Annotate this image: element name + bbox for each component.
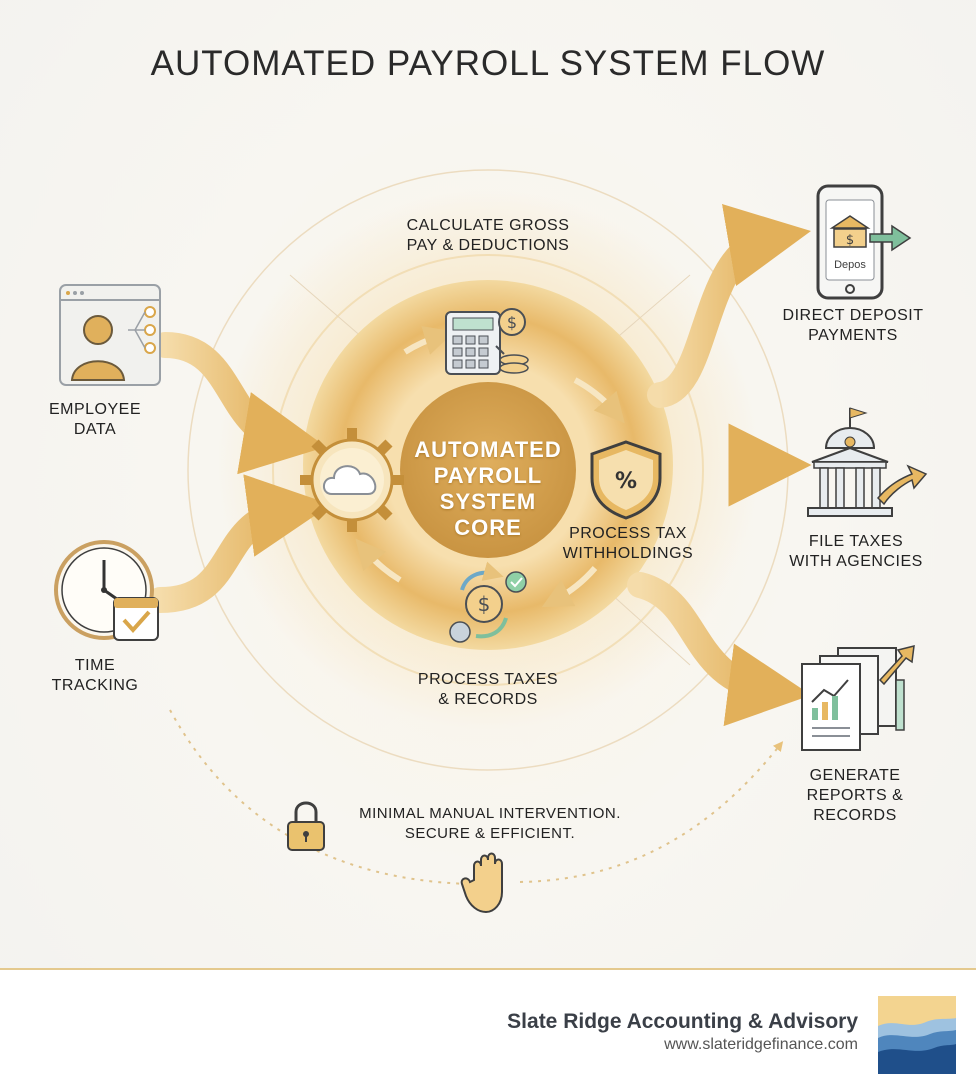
- padlock-icon: [287, 801, 325, 851]
- label-line: PAY & DEDUCTIONS: [406, 237, 570, 254]
- company-url[interactable]: www.slateridgefinance.com: [664, 1036, 858, 1053]
- government-building-icon: [807, 407, 928, 517]
- cycle-arrow: [541, 566, 598, 608]
- label-line: DIRECT DEPOSIT: [782, 307, 924, 324]
- flow-arrow-deposit: [647, 204, 811, 408]
- reports-label: GENERATE REPORTS & RECORDS: [780, 766, 930, 826]
- calculate-label: CALCULATE GROSS PAY & DEDUCTIONS: [378, 216, 598, 256]
- core-center: [400, 382, 576, 558]
- label-line: TRACKING: [51, 677, 139, 694]
- flow-arrow-employee: [152, 332, 327, 475]
- label-line: CALCULATE GROSS: [406, 217, 570, 234]
- label-line: RECORDS: [813, 807, 897, 824]
- footer: [0, 968, 976, 1090]
- phone-screen-text: Depos: [834, 259, 866, 271]
- employee-profile-icon: [59, 284, 161, 386]
- label-line: WITH AGENCIES: [789, 553, 923, 570]
- percent-shield-icon: %: [590, 440, 662, 520]
- label-line: SECURE & EFFICIENT.: [404, 825, 576, 842]
- employee-data-label: EMPLOYEE DATA: [20, 400, 170, 440]
- clock-calendar-icon: [54, 540, 159, 641]
- svg-text:%: %: [615, 469, 637, 494]
- calculator-coins-icon: $: [445, 308, 529, 375]
- direct-deposit-label: DIRECT DEPOSIT PAYMENTS: [770, 306, 936, 346]
- label-line: REPORTS &: [806, 787, 904, 804]
- file-taxes-label: FILE TAXES WITH AGENCIES: [776, 532, 936, 572]
- core-label-line: PAYROLL: [433, 463, 543, 488]
- withholdings-label: PROCESS TAX WITHHOLDINGS: [548, 524, 708, 564]
- note-label: MINIMAL MANUAL INTERVENTION. SECURE & EF…: [340, 804, 640, 844]
- label-line: PROCESS TAXES: [417, 671, 559, 688]
- cycle-arrow: [403, 326, 455, 355]
- label-line: TIME: [74, 657, 116, 674]
- label-line: PROCESS TAX: [569, 525, 687, 542]
- cycle-arrow: [355, 538, 402, 583]
- core-label: AUTOMATED PAYROLL SYSTEM CORE: [388, 437, 588, 541]
- svg-text:$: $: [507, 313, 517, 332]
- label-line: PAYMENTS: [808, 327, 898, 344]
- time-tracking-label: TIME TRACKING: [20, 656, 170, 696]
- label-line: MINIMAL MANUAL INTERVENTION.: [359, 805, 621, 822]
- dotted-arc-left: [169, 709, 471, 885]
- report-chart-icon: [801, 645, 915, 751]
- core-label-line: SYSTEM: [439, 489, 537, 514]
- company-logo: [878, 996, 956, 1074]
- svg-text:$: $: [846, 233, 854, 248]
- cycle-arrow: [573, 377, 625, 424]
- flow-diagram: $ % $ $ Depos: [54, 169, 928, 914]
- hand-icon: [460, 852, 503, 914]
- label-line: DATA: [73, 421, 117, 438]
- label-line: WITHHOLDINGS: [562, 545, 694, 562]
- label-line: GENERATE: [809, 767, 901, 784]
- core-label-line: AUTOMATED: [414, 437, 562, 462]
- taxes-records-label: PROCESS TAXES & RECORDS: [388, 670, 588, 710]
- phone-bank-icon: $ Depos: [816, 184, 912, 300]
- flow-arrow-reports: [627, 572, 812, 727]
- flow-arrow-time: [147, 474, 332, 613]
- label-line: & RECORDS: [438, 691, 538, 708]
- svg-text:$: $: [478, 592, 491, 616]
- company-name: Slate Ridge Accounting & Advisory: [507, 1010, 858, 1033]
- core-label-line: CORE: [454, 515, 522, 540]
- dollar-cycle-icon: $: [449, 561, 527, 643]
- gear-cloud-icon: [300, 428, 404, 532]
- label-line: EMPLOYEE: [48, 401, 142, 418]
- page-title: AUTOMATED PAYROLL SYSTEM FLOW: [150, 44, 826, 83]
- label-line: FILE TAXES: [808, 533, 904, 550]
